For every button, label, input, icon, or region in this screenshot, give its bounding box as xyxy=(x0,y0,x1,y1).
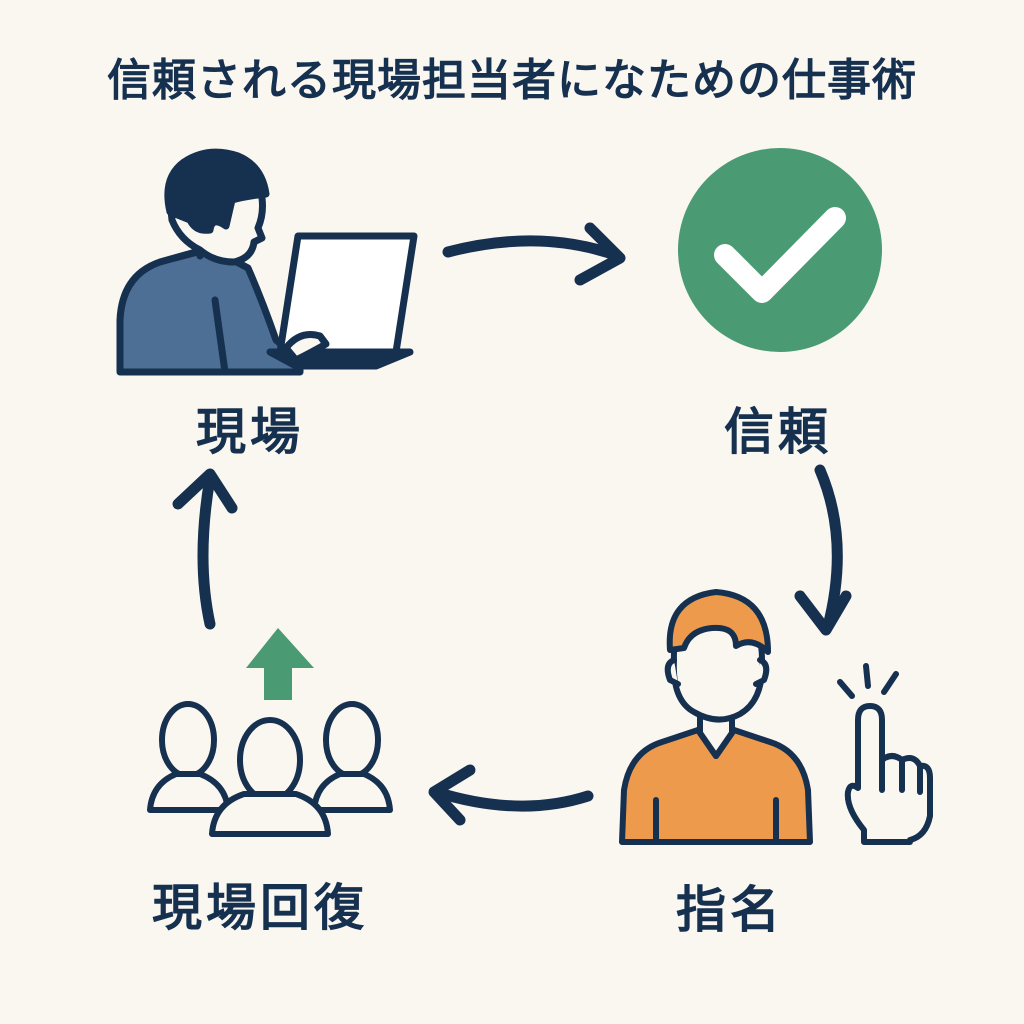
check-circle-icon xyxy=(678,148,882,352)
node-label-shimei: 指名 xyxy=(676,881,784,939)
person-pointing-icon xyxy=(619,589,813,845)
up-arrow-icon xyxy=(246,628,314,700)
node-label-shinrai: 信頼 xyxy=(724,403,832,461)
arrow-genba-to-shinrai xyxy=(442,235,624,262)
arrow-shinrai-to-shimei xyxy=(814,464,843,632)
cycle-arrows xyxy=(172,222,852,826)
person-at-laptop-icon xyxy=(116,148,418,376)
arrow-shimei-to-kaifuku-head xyxy=(428,764,476,826)
arrow-kaifuku-to-genba xyxy=(197,472,216,630)
arrow-genba-to-shinrai-head xyxy=(574,222,626,286)
page-title: 信頼される現場担当者になための仕事術 xyxy=(107,55,917,106)
arrow-shinrai-to-shimei-head xyxy=(794,590,852,636)
node-label-kaifuku: 現場回復 xyxy=(152,879,368,937)
arrow-kaifuku-to-genba-head xyxy=(172,468,238,514)
node-label-genba: 現場 xyxy=(196,403,304,461)
group-people-icon xyxy=(147,701,393,837)
pointing-hand-icon xyxy=(837,663,933,845)
arrow-shimei-to-kaifuku xyxy=(430,786,594,812)
